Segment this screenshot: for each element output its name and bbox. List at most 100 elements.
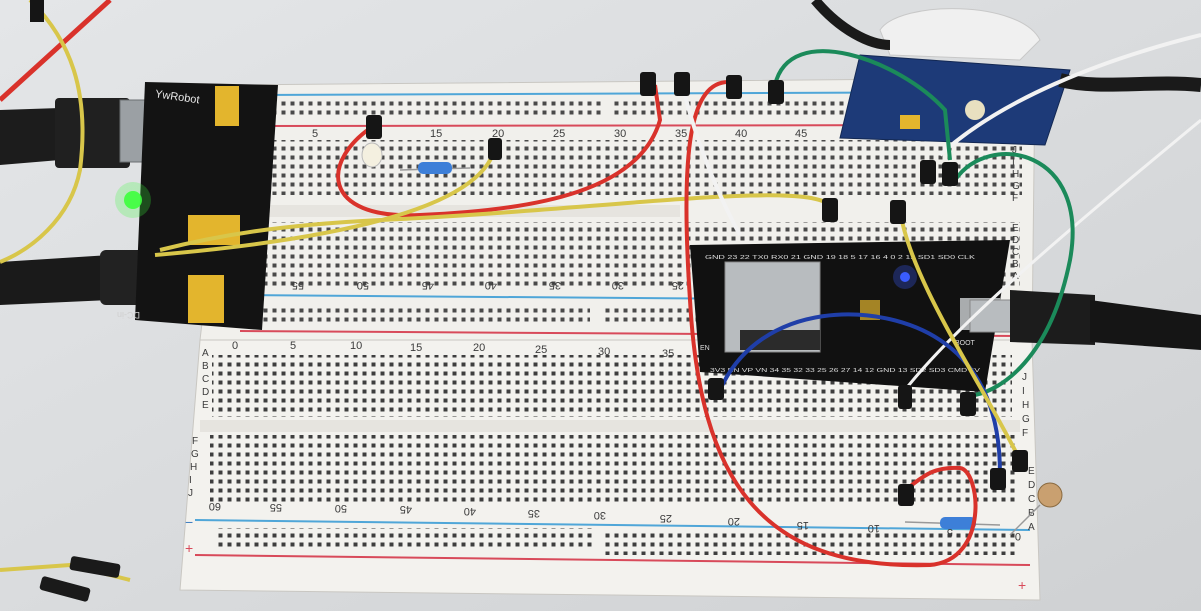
wire-yellow-3 xyxy=(898,209,1022,461)
bb-bottom-row-right: D xyxy=(1028,480,1035,491)
bb-bottom-num: 0 xyxy=(232,340,238,352)
bb-bottom-row-left: D xyxy=(202,387,209,398)
bb-bottom-num-lower: 45 xyxy=(400,503,412,515)
jumper-pin-loose xyxy=(69,556,121,578)
bb-top-row: E xyxy=(1012,223,1019,234)
esp32-status-led xyxy=(900,272,910,282)
bb-top-num: 20 xyxy=(492,128,504,140)
bb-bottom-row-right: G xyxy=(1022,414,1030,425)
bb-bottom-num-lower: 25 xyxy=(660,512,672,524)
rail-minus-label: − xyxy=(185,514,193,530)
wire-white-2 xyxy=(938,33,1201,157)
bb-bottom-row-right: C xyxy=(1028,494,1035,505)
bb-bottom-row-left: I xyxy=(189,475,192,486)
bb-bottom-row-left: B xyxy=(202,361,209,372)
bb-top-row: B xyxy=(1012,259,1019,270)
bb-bottom-row-right: E xyxy=(1028,466,1035,477)
bb-bottom-row-right: A xyxy=(1028,522,1035,533)
bb-bottom-num-lower: 10 xyxy=(868,522,880,534)
power-supply-module: YwRobot DC-in xyxy=(115,82,278,330)
bb-bottom-row-left: G xyxy=(191,449,199,460)
bb-bottom-num: 20 xyxy=(473,342,485,354)
bb-top-num: 15 xyxy=(430,128,442,140)
bb-bottom-num-lower: 60 xyxy=(209,500,221,512)
bb-bottom-num-lower: 40 xyxy=(464,505,476,517)
wire-white-1 xyxy=(680,81,742,236)
wire-green-1 xyxy=(773,49,952,161)
bb-bottom-row-left: C xyxy=(202,374,209,385)
wire-red-2 xyxy=(684,79,978,568)
psu-dc-in-label: DC-in xyxy=(117,310,140,320)
bb-top-num: 45 xyxy=(795,128,807,140)
bb-top-num: 25 xyxy=(553,128,565,140)
bb-bottom-num-lower: 15 xyxy=(797,519,809,531)
bb-bottom-num: 15 xyxy=(410,342,422,354)
bb-top-row: F xyxy=(1012,193,1018,204)
bb-top-row: G xyxy=(1012,181,1020,192)
bb-top-row: I xyxy=(1012,157,1015,168)
pir-cable-black xyxy=(1058,73,1201,92)
photoresistor xyxy=(1009,482,1063,536)
resistor-bottom xyxy=(904,517,1001,529)
bb-top-num-bottom: 50 xyxy=(357,279,369,291)
bb-top-num-bottom: 55 xyxy=(292,279,304,291)
wire-yellow-corner xyxy=(0,0,85,264)
bb-bottom-row-left: E xyxy=(202,400,209,411)
bb-top-row: H xyxy=(1012,169,1019,180)
bb-top-row: C xyxy=(1012,247,1019,258)
rail-plus-label-right: + xyxy=(1018,577,1026,593)
bb-bottom-num: 25 xyxy=(535,344,547,356)
wire-red-corner xyxy=(0,0,112,102)
wire-green-2 xyxy=(953,152,1075,397)
bb-bottom-num: 5 xyxy=(290,340,296,352)
bb-bottom-row-left: F xyxy=(192,436,198,447)
usb-cable-right xyxy=(969,290,1201,350)
wire-black-top-left xyxy=(30,0,44,22)
bb-bottom-num: 30 xyxy=(598,346,610,358)
bb-bottom-num-lower: 30 xyxy=(594,509,606,521)
bb-top-num-bottom: 35 xyxy=(549,279,561,291)
bb-top-num-bottom: 40 xyxy=(485,279,497,291)
bb-bottom-row-right: I xyxy=(1022,386,1025,397)
bb-bottom-num-lower: 5 xyxy=(947,526,953,538)
psu-power-led xyxy=(124,191,142,209)
jumper-pin-heads xyxy=(366,72,1028,506)
jumper-pin-loose xyxy=(39,576,91,602)
wire-red-1 xyxy=(336,84,663,218)
bb-bottom-num-lower: 50 xyxy=(335,502,347,514)
bb-bottom-num-lower: 55 xyxy=(270,501,282,513)
pir-sensor xyxy=(839,8,1071,146)
bb-bottom-row-right: H xyxy=(1022,400,1029,411)
bb-top-num: 40 xyxy=(735,128,747,140)
bb-bottom-row-right: F xyxy=(1022,428,1028,439)
wire-yellow-2 xyxy=(159,193,832,252)
bb-bottom-num: 10 xyxy=(350,340,362,352)
bb-top-num-bottom: 45 xyxy=(422,279,434,291)
bb-bottom-row-left: J xyxy=(188,488,193,499)
bb-top-row: J xyxy=(1012,145,1017,156)
bb-bottom-num-lower: 35 xyxy=(528,507,540,519)
bb-bottom-num-lower: 0 xyxy=(1015,530,1021,542)
esp32-bottom-pin-labels: 3V3 EN VP VN 34 35 32 33 25 26 27 14 12 … xyxy=(710,368,981,374)
wire-white-3 xyxy=(903,118,1201,391)
bb-top-num-bottom: 30 xyxy=(612,279,624,291)
bb-top-num: 35 xyxy=(675,128,687,140)
led-component xyxy=(361,142,383,168)
bb-top-num-bottom: 25 xyxy=(672,279,684,291)
resistor-top xyxy=(399,162,471,174)
bb-top-num: 30 xyxy=(614,128,626,140)
wire-blue-1 xyxy=(718,312,1002,481)
bb-bottom-row-left: H xyxy=(190,462,197,473)
bb-bottom-row-left: A xyxy=(202,348,209,359)
cable-black-top xyxy=(811,0,891,50)
bb-bottom-num-lower: 20 xyxy=(728,515,740,527)
bb-bottom-num: 35 xyxy=(662,348,674,360)
bb-top-row: D xyxy=(1012,235,1019,246)
esp32-top-pin-labels: GND 23 22 TX0 RX0 21 GND 19 18 5 17 16 4… xyxy=(705,255,976,261)
bb-top-num: 5 xyxy=(312,128,318,140)
bb-bottom-row-right: J xyxy=(1022,372,1027,383)
esp32-boot-label: BOOT xyxy=(955,340,976,347)
rail-plus-label: + xyxy=(185,540,193,556)
esp32-en-label: EN xyxy=(700,345,710,352)
